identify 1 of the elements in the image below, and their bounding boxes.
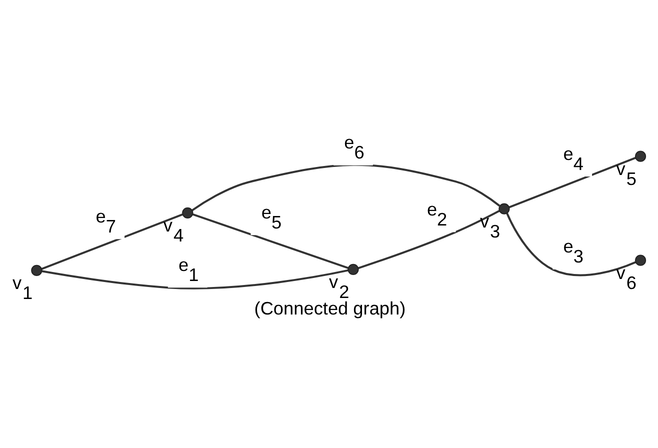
caption: (Connected graph) <box>254 298 406 318</box>
